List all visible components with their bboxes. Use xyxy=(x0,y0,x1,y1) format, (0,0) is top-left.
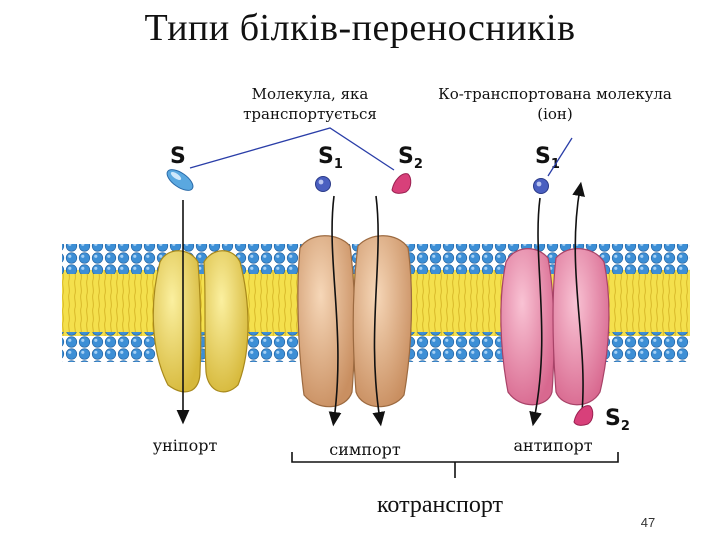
symport-arrow-s2 xyxy=(372,195,386,427)
uniport-label: уніпорт xyxy=(152,436,218,455)
cotransported-molecule-label: Ко-транспортована молекула (іон) xyxy=(438,85,672,123)
molecule-s2-symport xyxy=(391,173,412,194)
symport-protein xyxy=(297,235,413,408)
symbol-s2-antiport: S2 xyxy=(605,406,630,434)
symport-label: симпорт xyxy=(329,440,401,459)
molecule-s-uniport xyxy=(166,169,194,191)
cotransport-bracket xyxy=(291,452,619,478)
molecule-s1-antiport xyxy=(533,178,549,194)
molecule-s2-antiport xyxy=(573,405,594,426)
page-title: Типи білків-переносників xyxy=(144,7,576,49)
antiport-arrow-up xyxy=(572,181,585,413)
antiport-label: антипорт xyxy=(513,436,593,455)
symbol-s2-symport: S2 xyxy=(398,144,423,172)
symbol-s1-symport: S1 xyxy=(318,144,343,172)
antiport-protein xyxy=(500,248,610,406)
molecule-s1-symport xyxy=(315,176,331,192)
leader-lines xyxy=(189,127,573,177)
transport-arrows xyxy=(176,181,585,427)
symbol-s-uniport: S xyxy=(170,144,186,169)
page-number: 47 xyxy=(640,515,656,530)
symbol-s1-antiport: S1 xyxy=(535,144,560,172)
transported-molecule-label: Молекула, яка транспортується xyxy=(243,85,377,123)
uniport-protein xyxy=(152,250,249,393)
symport-arrow-s1 xyxy=(328,195,342,427)
antiport-arrow-down xyxy=(529,197,543,427)
cotransport-label: котранспорт xyxy=(376,492,504,518)
